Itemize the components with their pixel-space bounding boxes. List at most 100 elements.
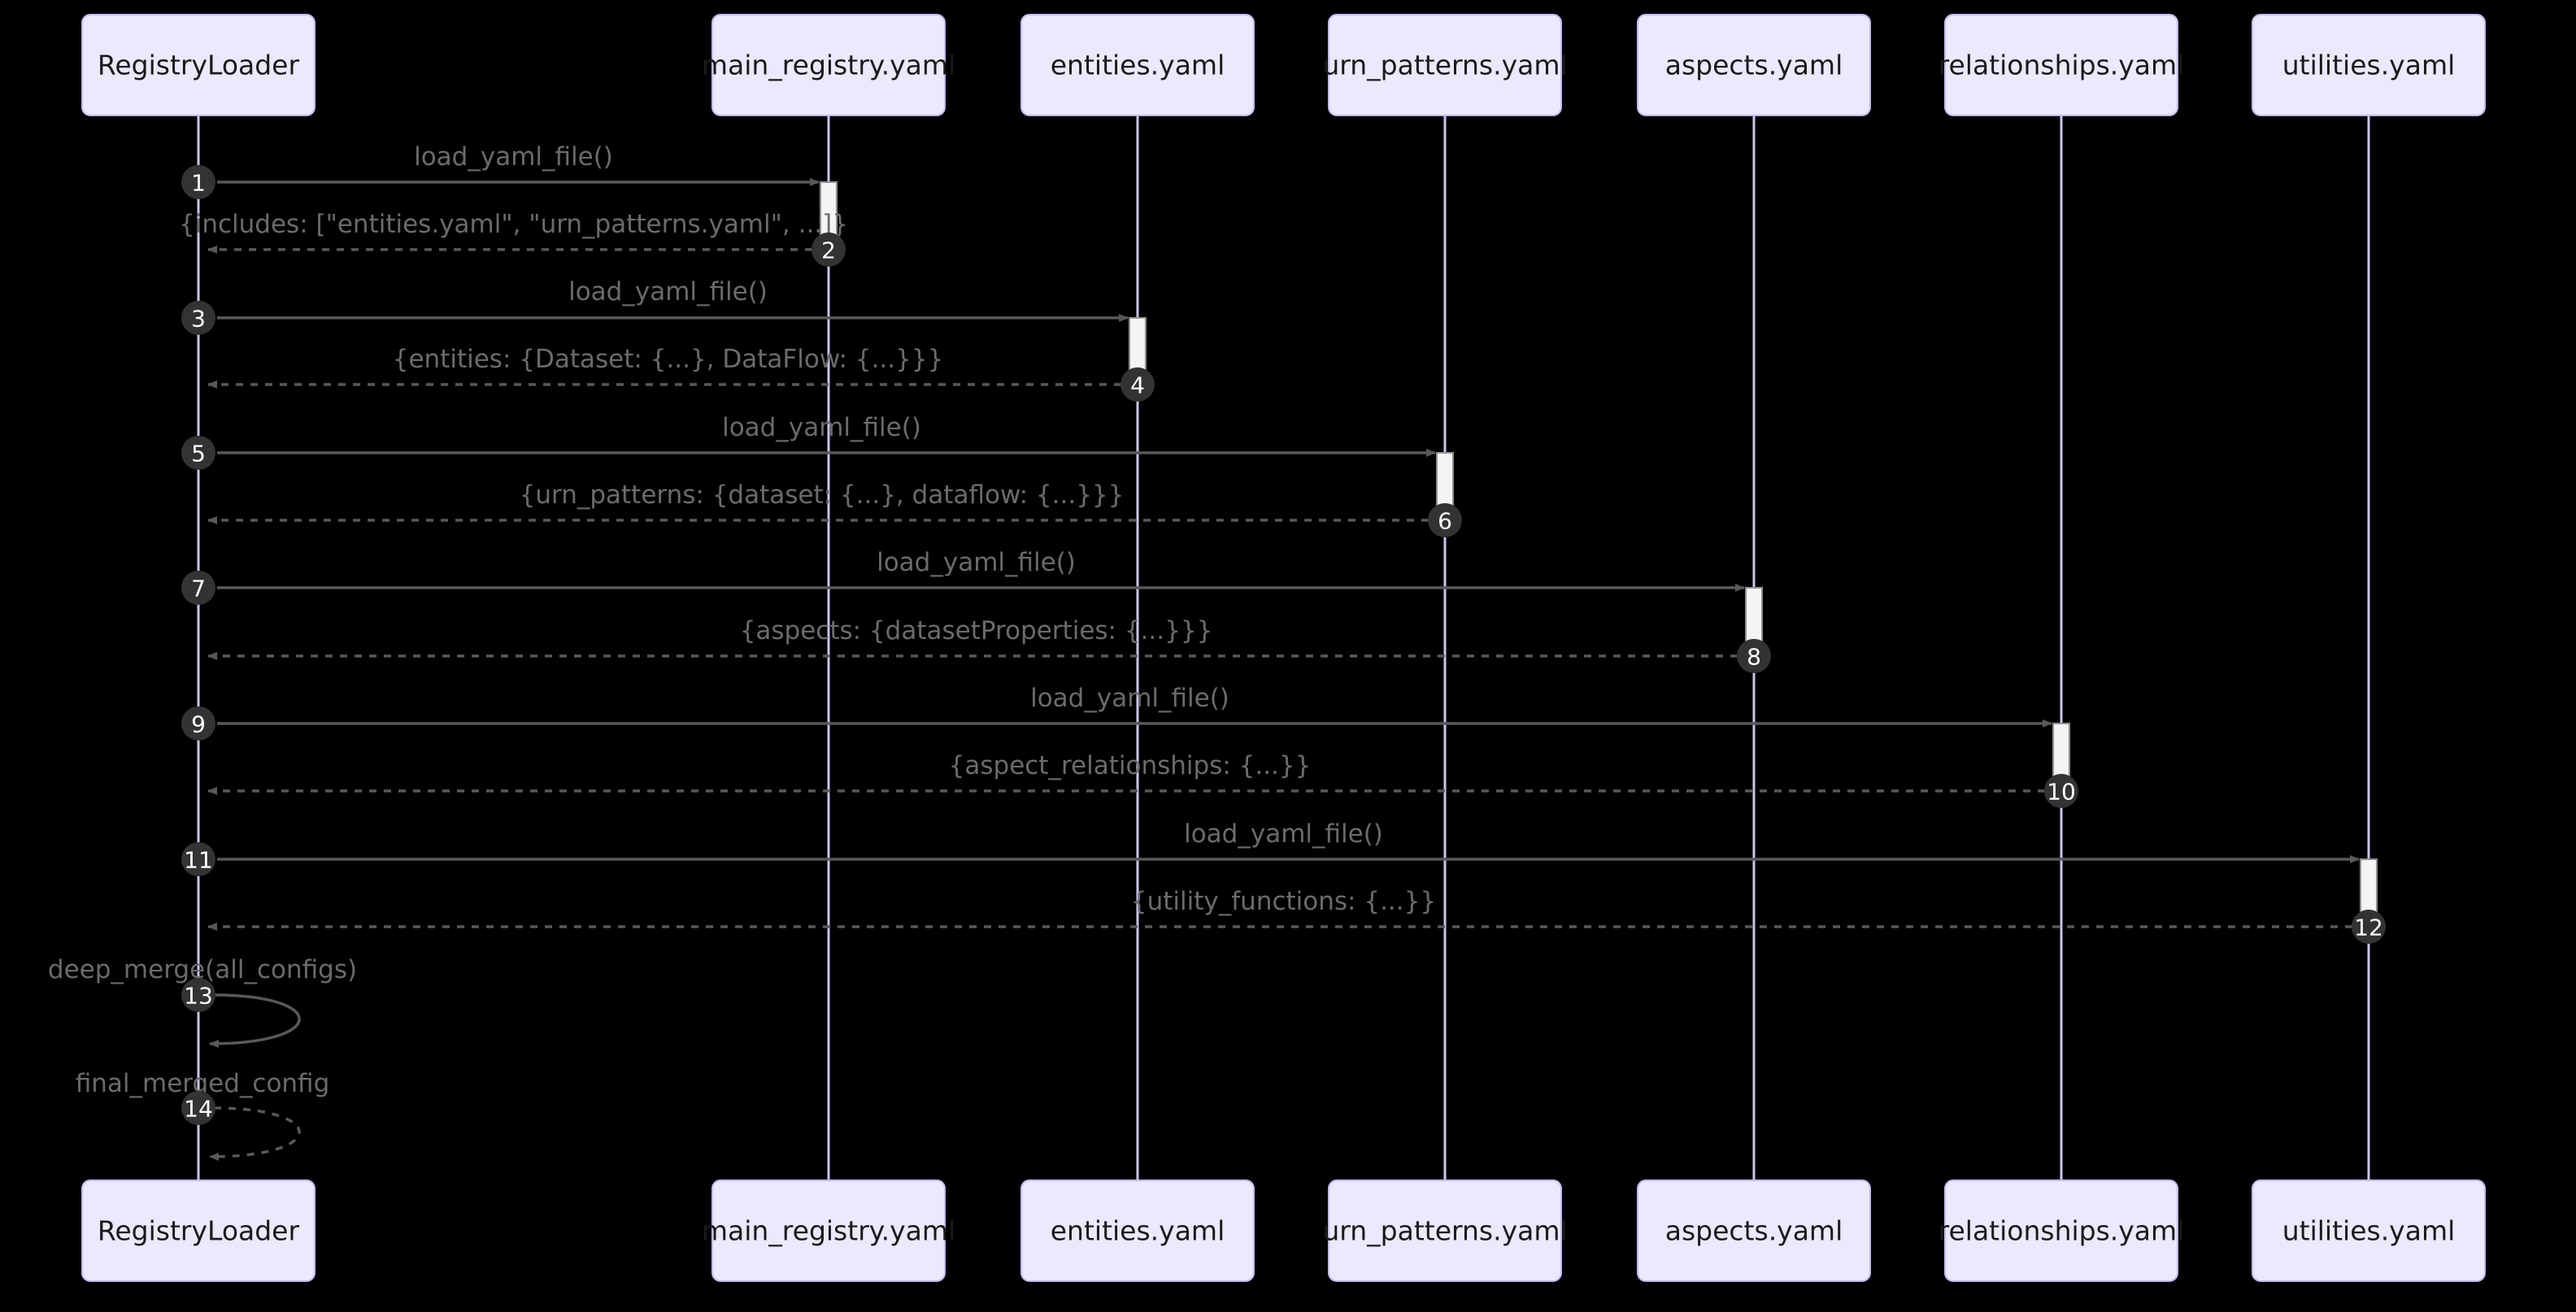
participant-bottom-aspects[interactable]: aspects.yaml: [1637, 1179, 1871, 1282]
participant-top-urn_patterns[interactable]: urn_patterns.yaml: [1322, 14, 1568, 116]
participant-label: main_registry.yaml: [702, 50, 955, 81]
sequence-badge-number: 10: [2047, 779, 2076, 806]
participant-top-main_registry[interactable]: main_registry.yaml: [702, 14, 955, 116]
sequence-badge-9: 9: [181, 706, 215, 741]
sequence-badge-number: 5: [191, 441, 206, 467]
message-self-loop-path: [209, 1106, 301, 1161]
participant-box-rect: [711, 1179, 946, 1282]
participant-box-rect: [1328, 1179, 1562, 1282]
sequence-badge-1: 1: [181, 165, 215, 199]
participant-box-rect: [1637, 14, 1871, 116]
sequence-badge-circle: [181, 436, 215, 470]
sequence-badge-number: 4: [1130, 372, 1145, 399]
participant-label: entities.yaml: [1051, 50, 1225, 81]
sequence-badge-14: 14: [181, 1091, 215, 1125]
sequence-badge-number: 12: [2354, 914, 2383, 941]
participant-label: RegistryLoader: [98, 1215, 300, 1247]
message-label: load_yaml_file(): [722, 413, 921, 442]
sequence-badge-number: 2: [821, 237, 836, 264]
participant-box-rect: [1944, 1179, 2178, 1282]
message-label: load_yaml_file(): [568, 277, 768, 306]
sequence-badge-circle: [812, 232, 846, 267]
sequence-badge-number: 9: [191, 711, 206, 738]
sequence-badge-number: 3: [191, 306, 206, 332]
participant-bottom-relationships[interactable]: relationships.yaml: [1939, 1179, 2185, 1282]
messages-layer: load_yaml_file() {includes: ["entities.ya…: [48, 142, 2367, 1161]
sequence-badge-circle: [2044, 774, 2078, 808]
participant-bottom-urn_patterns[interactable]: urn_patterns.yaml: [1322, 1179, 1568, 1282]
participant-box-rect: [81, 14, 315, 116]
sequence-badge-12: 12: [2352, 910, 2386, 944]
sequence-badge-circle: [2352, 910, 2386, 944]
sequence-badge-11: 11: [181, 842, 215, 876]
message-label: {includes: ["entities.yaml", "urn_patter…: [179, 210, 848, 239]
participant-top-utilities[interactable]: utilities.yaml: [2252, 14, 2486, 116]
sequence-badge-circle: [181, 706, 215, 741]
participant-bottom-registryloader[interactable]: RegistryLoader: [81, 1179, 315, 1282]
message-label: load_yaml_file(): [1030, 684, 1229, 713]
message-self-loop-path: [209, 993, 301, 1048]
sequence-badge-8: 8: [1737, 639, 1771, 673]
sequence-badge-circle: [181, 165, 215, 199]
sequence-badge-circle: [181, 842, 215, 876]
sequence-badge-number: 1: [191, 170, 206, 197]
participant-box-rect: [1328, 14, 1562, 116]
sequence-badge-4: 4: [1120, 367, 1155, 402]
sequence-badge-6: 6: [1428, 503, 1462, 537]
message-label: load_yaml_file(): [414, 142, 613, 172]
participant-box-rect: [711, 14, 946, 116]
sequence-badge-3: 3: [181, 301, 215, 335]
participant-top-registryloader[interactable]: RegistryLoader: [81, 14, 315, 116]
participant-label: aspects.yaml: [1665, 50, 1843, 81]
participant-box-rect: [2252, 14, 2486, 116]
message-13: [209, 993, 301, 1048]
sequence-badge-circle: [181, 571, 215, 605]
message-label: load_yaml_file(): [1184, 819, 1383, 849]
participant-label: aspects.yaml: [1665, 1215, 1843, 1247]
message-label: {utility_functions: {...}}: [1131, 887, 1436, 916]
sequence-badge-number: 13: [184, 983, 213, 1010]
participant-label: utilities.yaml: [2282, 50, 2456, 81]
sequence-badge-number: 6: [1438, 508, 1452, 535]
participant-box-rect: [2252, 1179, 2486, 1282]
sequence-badge-7: 7: [181, 571, 215, 605]
sequence-badge-13: 13: [181, 978, 215, 1012]
message-14: [209, 1106, 301, 1161]
sequence-badge-circle: [181, 978, 215, 1012]
participant-bottom-main_registry[interactable]: main_registry.yaml: [702, 1179, 955, 1282]
sequence-badge-circle: [181, 1091, 215, 1125]
sequence-badge-10: 10: [2044, 774, 2078, 808]
participant-label: relationships.yaml: [1939, 1215, 2185, 1247]
sequence-badge-circle: [1120, 367, 1155, 402]
participant-top-aspects[interactable]: aspects.yaml: [1637, 14, 1871, 116]
message-label: {aspects: {datasetProperties: {...}}}: [740, 616, 1213, 645]
participant-top-relationships[interactable]: relationships.yaml: [1939, 14, 2185, 116]
participant-label: urn_patterns.yaml: [1322, 50, 1567, 81]
sequence-badge-circle: [181, 301, 215, 335]
sequence-badge-circle: [1428, 503, 1462, 537]
participant-box-rect: [1020, 1179, 1255, 1282]
participant-label: relationships.yaml: [1939, 50, 2185, 81]
participant-box-rect: [81, 1179, 315, 1282]
participant-top-entities[interactable]: entities.yaml: [1020, 14, 1255, 116]
sequence-badge-2: 2: [812, 232, 846, 267]
lifelines-layer: [197, 115, 2370, 1180]
participant-box-rect: [1020, 14, 1255, 116]
participant-label: urn_patterns.yaml: [1322, 1215, 1567, 1247]
message-label: load_yaml_file(): [877, 548, 1076, 577]
participant-box-rect: [1944, 14, 2178, 116]
participant-label: RegistryLoader: [98, 50, 300, 81]
participant-bottom-utilities[interactable]: utilities.yaml: [2252, 1179, 2486, 1282]
message-label: {aspect_relationships: {...}}: [949, 751, 1312, 780]
participant-bottom-entities[interactable]: entities.yaml: [1020, 1179, 1255, 1282]
participants-bottom-layer: RegistryLoader main_registry.yaml entities…: [81, 1179, 2486, 1282]
participants-top-layer: RegistryLoader main_registry.yaml entities…: [81, 14, 2486, 116]
sequence-badge-number: 11: [184, 847, 213, 874]
message-label: {urn_patterns: {dataset: {...}, dataflow…: [520, 480, 1125, 510]
participant-label: main_registry.yaml: [702, 1215, 955, 1247]
sequence-badge-number: 7: [191, 576, 206, 602]
sequence-badge-5: 5: [181, 436, 215, 470]
